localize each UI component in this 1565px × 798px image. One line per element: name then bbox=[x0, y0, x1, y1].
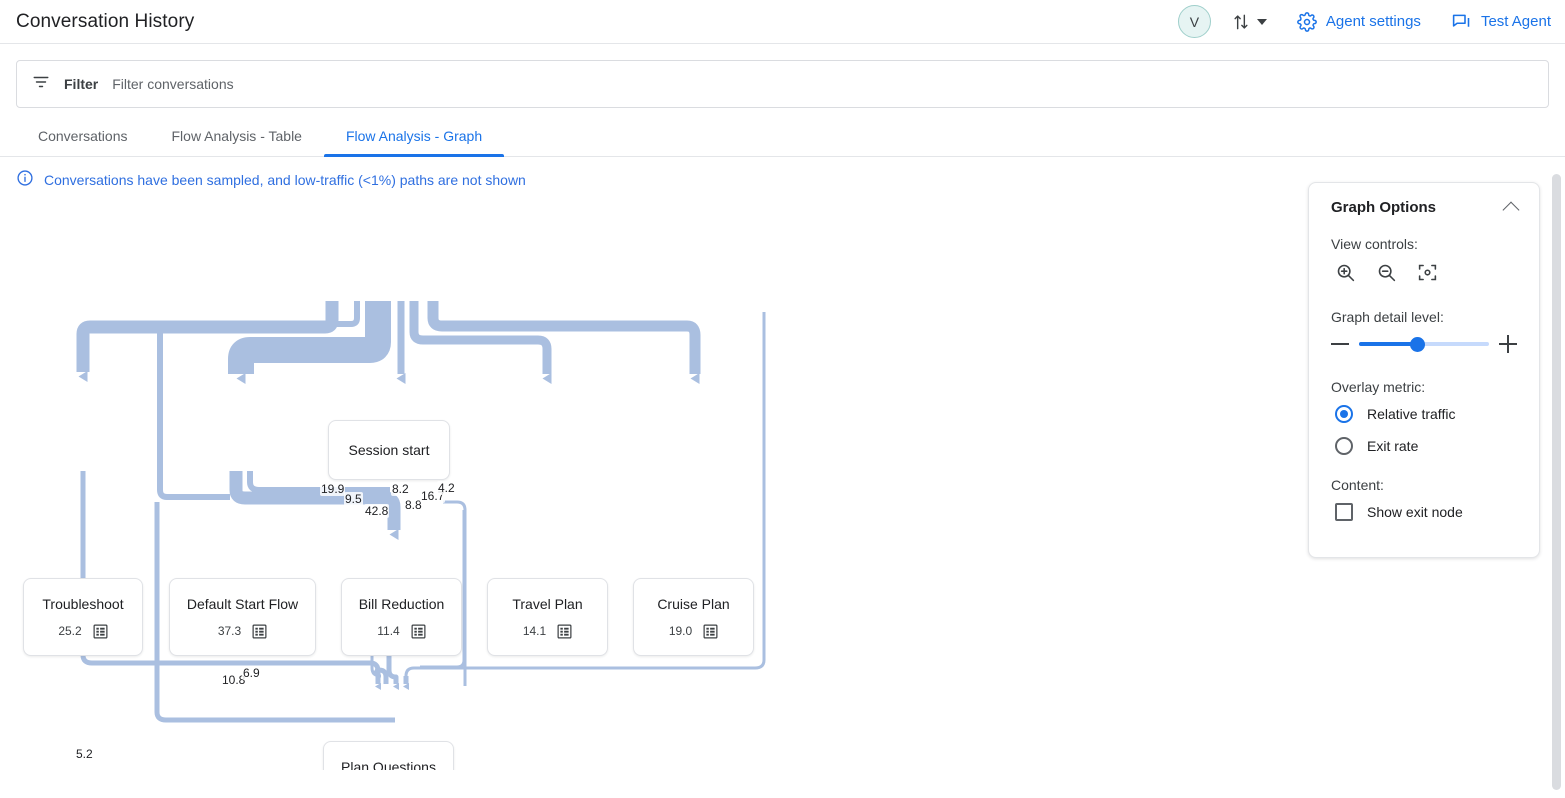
slider-thumb[interactable] bbox=[1410, 336, 1425, 352]
node-session-start[interactable]: Session start bbox=[328, 420, 450, 480]
tab-flow-analysis-graph[interactable]: Flow Analysis - Graph bbox=[323, 121, 505, 157]
node-title: Default Start Flow bbox=[186, 595, 299, 612]
sampling-notice: Conversations have been sampled, and low… bbox=[0, 157, 1565, 190]
swap-vert-icon bbox=[1231, 12, 1251, 32]
edge-label: 9.5 bbox=[344, 492, 363, 506]
list-table-icon[interactable] bbox=[557, 624, 572, 639]
node-value: 19.0 bbox=[668, 624, 693, 638]
list-table-icon[interactable] bbox=[252, 624, 267, 639]
radio-exit-rate[interactable]: Exit rate bbox=[1331, 437, 1517, 455]
node-metric: 37.3 bbox=[218, 624, 267, 639]
checkbox-show-exit-node[interactable]: Show exit node bbox=[1331, 503, 1517, 521]
list-table-icon[interactable] bbox=[411, 624, 426, 639]
node-metric: 11.4 bbox=[377, 624, 426, 639]
view-controls bbox=[1331, 262, 1517, 283]
node-travel-plan[interactable]: Travel Plan 14.1 bbox=[487, 578, 608, 656]
chat-icon bbox=[1451, 11, 1472, 32]
node-title: Bill Reduction bbox=[358, 595, 445, 612]
test-agent-button[interactable]: Test Agent bbox=[1451, 11, 1551, 32]
node-title: Session start bbox=[348, 442, 430, 458]
test-agent-label: Test Agent bbox=[1480, 13, 1551, 30]
flow-edges bbox=[76, 301, 766, 723]
plus-icon[interactable] bbox=[1499, 335, 1517, 353]
info-icon bbox=[16, 169, 34, 190]
edge-label: 6.9 bbox=[242, 666, 261, 680]
radio-relative-traffic[interactable]: Relative traffic bbox=[1331, 405, 1517, 423]
node-bill-reduction[interactable]: Bill Reduction 11.4 bbox=[341, 578, 462, 656]
overlay-metric-label: Overlay metric: bbox=[1331, 379, 1426, 395]
edge-label: 42.8 bbox=[364, 504, 390, 518]
node-troubleshoot[interactable]: Troubleshoot 25.2 bbox=[23, 578, 143, 656]
minus-icon[interactable] bbox=[1331, 343, 1349, 345]
node-title: Cruise Plan bbox=[657, 595, 730, 612]
content-label: Content: bbox=[1331, 477, 1384, 493]
node-value: 37.3 bbox=[217, 624, 242, 638]
detail-level-slider[interactable] bbox=[1359, 336, 1489, 352]
chevron-down-icon bbox=[1256, 18, 1267, 25]
checkbox-label: Show exit node bbox=[1367, 504, 1463, 520]
node-default-start-flow[interactable]: Default Start Flow 37.3 bbox=[169, 578, 316, 656]
sampling-notice-text: Conversations have been sampled, and low… bbox=[44, 171, 526, 188]
node-plan-questions[interactable]: Plan Questions 22.9 bbox=[323, 741, 454, 770]
tab-conversations[interactable]: Conversations bbox=[38, 128, 128, 144]
fit-to-screen-icon[interactable] bbox=[1417, 262, 1438, 283]
node-value: 11.4 bbox=[377, 624, 400, 638]
node-metric: 14.1 bbox=[523, 624, 572, 639]
graph-options-header[interactable]: Graph Options bbox=[1331, 199, 1520, 218]
gear-icon bbox=[1297, 11, 1317, 32]
top-bar-actions: V Agent settings bbox=[1177, 5, 1551, 38]
filter-icon[interactable] bbox=[32, 73, 50, 96]
radio-label: Exit rate bbox=[1367, 438, 1419, 454]
edge-label: 8.8 bbox=[404, 498, 423, 512]
page-title: Conversation History bbox=[16, 10, 195, 32]
tab-bar: Conversations Flow Analysis - Table Flow… bbox=[0, 121, 1565, 157]
radio-icon[interactable] bbox=[1335, 405, 1353, 423]
view-controls-label: View controls: bbox=[1331, 236, 1418, 252]
flow-graph-canvas[interactable]: Session start Troubleshoot 25.2 Default … bbox=[0, 190, 1565, 770]
graph-options-title: Graph Options bbox=[1331, 199, 1436, 216]
node-title: Travel Plan bbox=[512, 595, 583, 612]
node-value: 25.2 bbox=[58, 624, 82, 638]
edge-label: 10.8 bbox=[221, 673, 247, 687]
chevron-up-icon[interactable] bbox=[1502, 201, 1520, 218]
node-title: Troubleshoot bbox=[42, 595, 124, 612]
node-title: Plan Questions bbox=[341, 758, 436, 771]
vertical-scrollbar[interactable] bbox=[1552, 174, 1561, 790]
detail-level-slider-row bbox=[1331, 335, 1517, 353]
zoom-in-icon[interactable] bbox=[1335, 262, 1356, 283]
node-metric: 25.2 bbox=[58, 624, 108, 639]
detail-level-label: Graph detail level: bbox=[1331, 309, 1444, 325]
edge-label: 5.2 bbox=[75, 747, 94, 761]
list-table-icon[interactable] bbox=[703, 624, 718, 639]
edge-label: 19.9 bbox=[320, 482, 346, 496]
agent-settings-button[interactable]: Agent settings bbox=[1297, 11, 1421, 32]
filter-section: Filter Filter conversations bbox=[0, 44, 1565, 108]
radio-label: Relative traffic bbox=[1367, 406, 1456, 422]
slider-fill bbox=[1359, 342, 1418, 346]
edge-label: 4.2 bbox=[437, 481, 456, 495]
checkbox-icon[interactable] bbox=[1335, 503, 1353, 521]
top-app-bar: Conversation History V Agent settings bbox=[0, 0, 1565, 44]
avatar[interactable]: V bbox=[1177, 5, 1211, 38]
filter-bar[interactable]: Filter Filter conversations bbox=[16, 60, 1549, 108]
radio-icon[interactable] bbox=[1335, 437, 1353, 455]
node-cruise-plan[interactable]: Cruise Plan 19.0 bbox=[633, 578, 754, 656]
node-metric: 19.0 bbox=[669, 624, 718, 639]
agent-settings-label: Agent settings bbox=[1325, 13, 1421, 30]
swap-agent-control[interactable] bbox=[1231, 12, 1267, 32]
tab-flow-analysis-table[interactable]: Flow Analysis - Table bbox=[171, 128, 302, 144]
edge-label: 8.2 bbox=[391, 482, 410, 496]
list-table-icon[interactable] bbox=[93, 624, 108, 639]
filter-label: Filter bbox=[64, 76, 99, 92]
zoom-out-icon[interactable] bbox=[1376, 262, 1397, 283]
graph-options-panel: Graph Options View controls: bbox=[1308, 182, 1540, 558]
node-value: 14.1 bbox=[522, 624, 547, 638]
filter-input[interactable]: Filter conversations bbox=[112, 76, 234, 92]
